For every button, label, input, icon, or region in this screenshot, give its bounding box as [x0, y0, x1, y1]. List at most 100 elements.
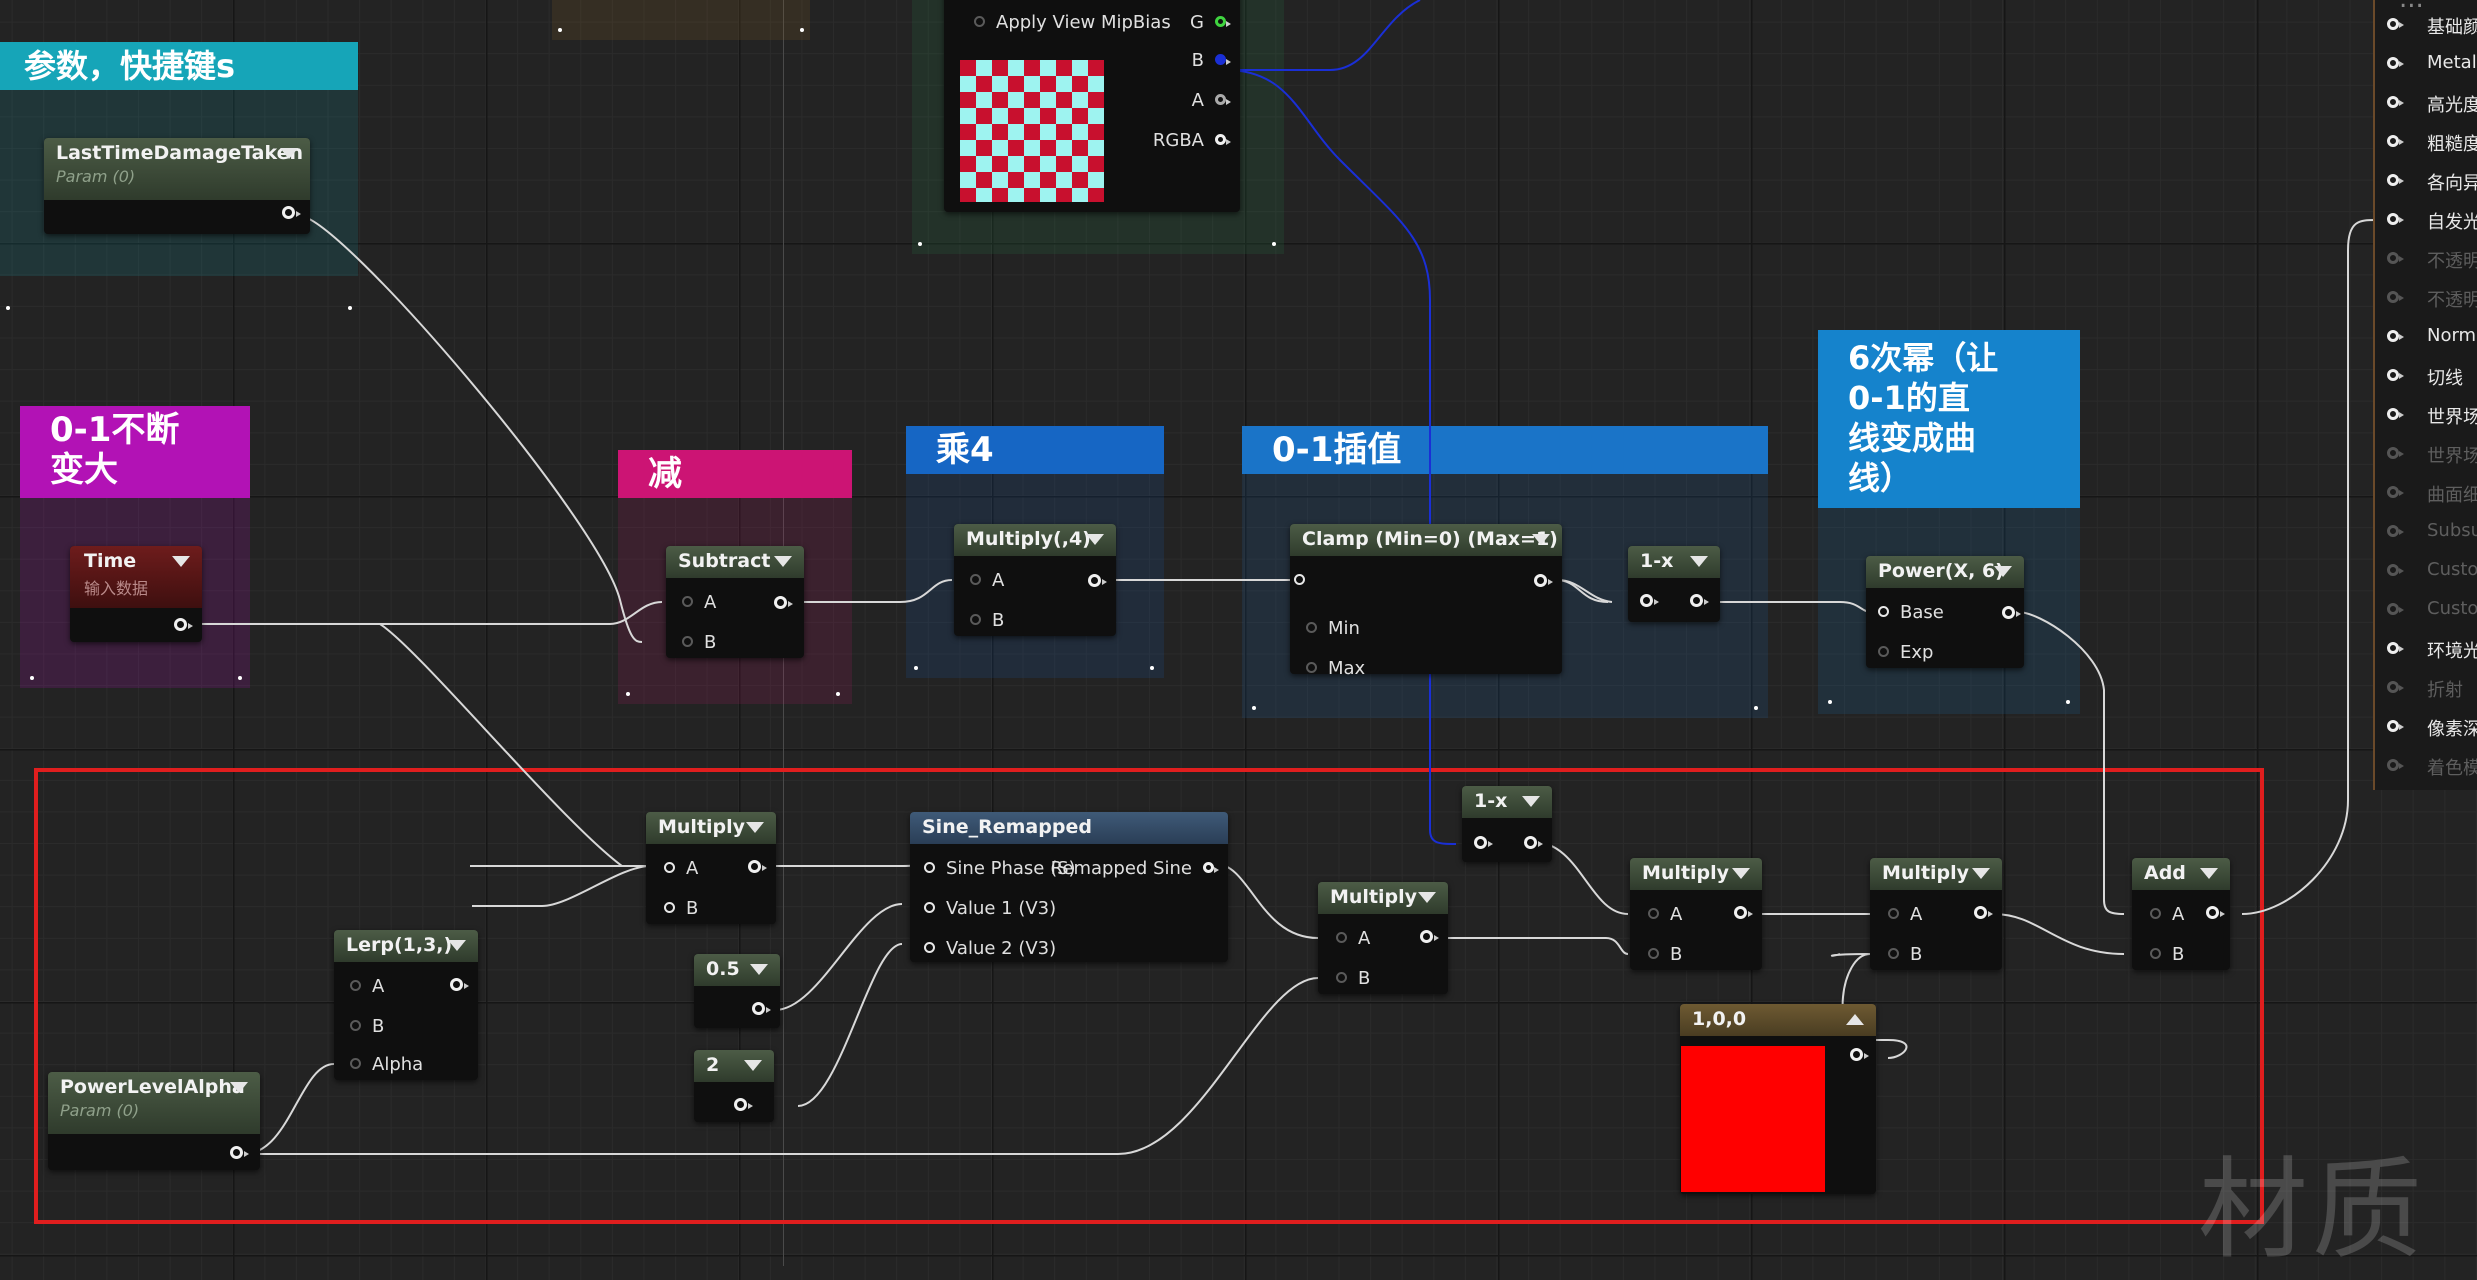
pin-max[interactable]: Max	[1306, 658, 1365, 680]
node-header[interactable]: Sine_Remapped	[910, 812, 1228, 844]
output-pin[interactable]	[748, 860, 767, 873]
add-node[interactable]: Add A B	[2132, 858, 2230, 970]
node-header[interactable]: 1,0,0	[1680, 1004, 1876, 1036]
collapse-arrow-icon[interactable]	[1972, 868, 1990, 879]
node-header[interactable]: Multiply	[1870, 858, 2002, 890]
collapse-arrow-icon[interactable]	[448, 940, 466, 951]
subtract-node[interactable]: Subtract A B	[666, 546, 804, 658]
pin-b[interactable]: B	[682, 632, 716, 654]
node-header[interactable]: 1-x	[1462, 786, 1552, 818]
node-header[interactable]: 0.5	[694, 954, 780, 986]
output-pin[interactable]	[1974, 906, 1993, 919]
collapse-arrow-icon[interactable]	[1418, 892, 1436, 903]
one-minus-x-node-bottom[interactable]: 1-x	[1462, 786, 1552, 862]
sine-remapped-node[interactable]: Sine_Remapped Sine Phase (S) Remapped Si…	[910, 812, 1228, 962]
output-pin[interactable]	[1420, 930, 1439, 943]
comment-title[interactable]: 6次幂（让 0-1的直 线变成曲 线）	[1818, 330, 2080, 508]
collapse-arrow-icon[interactable]	[280, 148, 298, 159]
multiply-node-d[interactable]: Multiply A B	[1870, 858, 2002, 970]
pin-g[interactable]: G	[1190, 12, 1231, 34]
collapse-arrow-icon[interactable]	[746, 822, 764, 833]
output-pin[interactable]	[1534, 574, 1553, 587]
output-pin[interactable]	[2002, 606, 2021, 619]
constant-2-node[interactable]: 2	[694, 1050, 774, 1122]
comment-title[interactable]: 参数，快捷键s	[0, 42, 358, 90]
output-pin[interactable]	[230, 1146, 249, 1159]
material-input-pin[interactable]: 折射	[2387, 675, 2477, 705]
pin-a[interactable]: A	[1888, 904, 1922, 926]
material-input-pin[interactable]: 自发光颜色	[2387, 207, 2477, 237]
pin-b[interactable]: B	[664, 898, 698, 920]
collapse-arrow-icon[interactable]	[2200, 868, 2218, 879]
comment-title[interactable]: 0-1插值	[1242, 426, 1768, 474]
pin-a[interactable]: A	[1192, 90, 1231, 112]
expand-arrow-icon[interactable]	[1846, 1014, 1864, 1025]
collapse-arrow-icon[interactable]	[1532, 534, 1550, 545]
collapse-arrow-icon[interactable]	[1994, 566, 2012, 577]
node-header[interactable]: Subtract	[666, 546, 804, 578]
output-pin[interactable]	[2206, 906, 2225, 919]
pin-b[interactable]: B	[1192, 50, 1231, 72]
output-pin[interactable]	[1734, 906, 1753, 919]
texture-sample-node[interactable]: Apply View MipBias G B A RGBA	[944, 0, 1240, 212]
pin-b[interactable]: B	[2150, 944, 2184, 966]
comment-title[interactable]: 减	[618, 450, 852, 498]
node-header[interactable]: Multiply	[1630, 858, 1762, 890]
constant-0-5-node[interactable]: 0.5	[694, 954, 780, 1028]
pin-value1[interactable]: Value 1 (V3)	[924, 898, 1056, 920]
output-pin[interactable]	[1524, 836, 1543, 849]
material-input-pin[interactable]: Subsurface	[2387, 519, 2477, 549]
power-node[interactable]: Power(X, 6) Base Exp	[1866, 556, 2024, 668]
node-header[interactable]: Multiply	[1318, 882, 1448, 914]
multiply4-node[interactable]: Multiply(,4) A B	[954, 524, 1116, 636]
pin-sine-phase[interactable]: Sine Phase (S)	[924, 858, 1076, 880]
material-input-pin[interactable]: 不透明蒙版	[2387, 285, 2477, 315]
clamp-node[interactable]: Clamp (Min=0) (Max=1) Min Max	[1290, 524, 1562, 679]
pin-a[interactable]: A	[2150, 904, 2184, 926]
pin-remapped-sine[interactable]: Remapped Sine	[1051, 858, 1219, 880]
output-pin[interactable]	[1088, 574, 1107, 587]
input-pin[interactable]	[1474, 836, 1493, 849]
pin-a[interactable]: A	[682, 592, 716, 614]
material-input-pin[interactable]: 曲面细分	[2387, 480, 2477, 510]
pin-b[interactable]: B	[350, 1016, 384, 1038]
pin-min[interactable]: Min	[1306, 618, 1360, 640]
pin-base[interactable]: Base	[1878, 602, 1944, 624]
multiply-node-a[interactable]: Multiply A B	[646, 812, 776, 924]
material-input-pin[interactable]: 粗糙度	[2387, 129, 2477, 159]
output-pin[interactable]	[734, 1098, 753, 1111]
pin-a[interactable]: A	[350, 976, 384, 998]
one-minus-x-node-top[interactable]: 1-x	[1628, 546, 1720, 622]
output-pin[interactable]	[774, 596, 793, 609]
material-input-pin[interactable]: 世界场景位移	[2387, 441, 2477, 471]
collapse-arrow-icon[interactable]	[1086, 534, 1104, 545]
collapse-arrow-icon[interactable]	[1732, 868, 1750, 879]
material-output-node[interactable]: ... 基础颜色Metallic高光度粗糙度各向异性自发光颜色不透明度不透明蒙版…	[2373, 0, 2477, 790]
node-header[interactable]: Clamp (Min=0) (Max=1)	[1290, 524, 1562, 556]
material-input-pin[interactable]: Normal	[2387, 324, 2477, 354]
output-pin[interactable]	[282, 206, 301, 219]
collapse-arrow-icon[interactable]	[172, 556, 190, 567]
material-input-pin[interactable]: 像素深度偏移	[2387, 714, 2477, 744]
comment-title[interactable]: 乘4	[906, 426, 1164, 474]
node-header[interactable]: Power(X, 6)	[1866, 556, 2024, 588]
output-pin[interactable]	[752, 1002, 771, 1015]
pin-b[interactable]: B	[970, 610, 1004, 632]
input-pin[interactable]	[1640, 594, 1659, 607]
node-header[interactable]: Add	[2132, 858, 2230, 890]
pin-a[interactable]: A	[664, 858, 698, 880]
output-pin[interactable]	[1690, 594, 1709, 607]
collapse-arrow-icon[interactable]	[774, 556, 792, 567]
pin-b[interactable]: B	[1336, 968, 1370, 990]
material-input-pin[interactable]: 切线	[2387, 363, 2477, 393]
material-input-pin[interactable]: 世界场景位置偏移	[2387, 402, 2477, 432]
material-input-pin[interactable]: Metallic	[2387, 51, 2477, 81]
node-header[interactable]: 1-x	[1628, 546, 1720, 578]
lerp-node[interactable]: Lerp(1,3,) A B Alpha	[334, 930, 478, 1080]
